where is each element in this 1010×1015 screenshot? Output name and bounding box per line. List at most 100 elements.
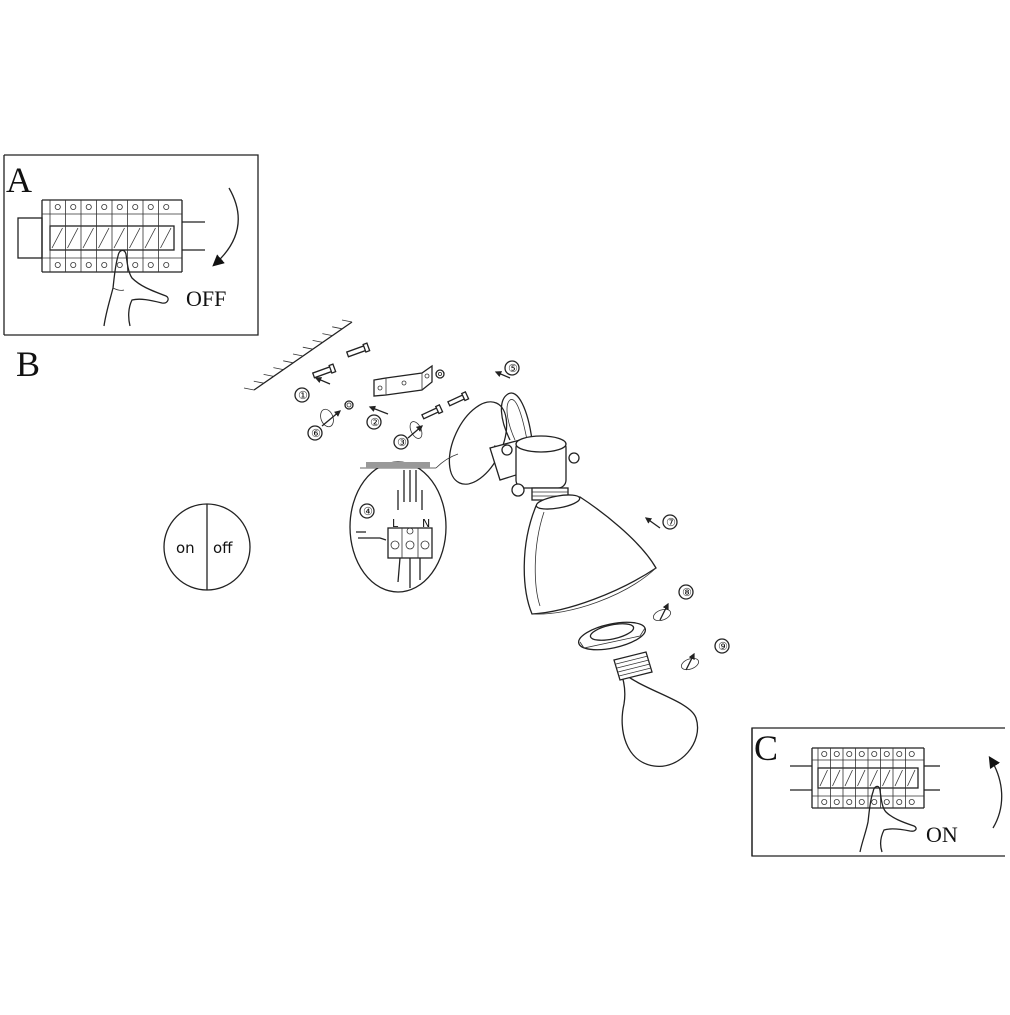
breaker-block-c (790, 747, 940, 809)
shade-ring (577, 621, 647, 651)
terminal-screw (85, 261, 92, 268)
screw-2 (311, 363, 337, 379)
mounting-bracket (368, 364, 433, 415)
step-3-marker: ③ (393, 434, 409, 450)
panel-a-state-label: OFF (186, 286, 226, 311)
terminal-screw (132, 203, 139, 210)
breaker-lever (844, 769, 853, 787)
switch-on-label: on (176, 539, 195, 557)
terminal-screw (883, 799, 890, 806)
on-off-switch: on off (163, 503, 251, 591)
hand-c (859, 785, 917, 853)
terminal-screw (54, 261, 61, 268)
breaker-lever (67, 227, 79, 249)
terminal-screw (85, 203, 92, 210)
breaker-lever (160, 227, 172, 249)
terminal-screw (821, 751, 828, 758)
wall-hatch (243, 319, 353, 391)
terminal-screw (858, 751, 865, 758)
breaker-lever (882, 769, 891, 787)
switch-off-label: off (213, 539, 233, 557)
terminal-screw (70, 261, 77, 268)
terminal-screw (54, 203, 61, 210)
step-9-label: ⑨ (718, 640, 728, 653)
terminal-screw (858, 799, 865, 806)
breaker-lever (82, 227, 94, 249)
terminal-screw (908, 751, 915, 758)
lamp-base (448, 392, 580, 501)
terminal-screw (116, 261, 123, 268)
terminal-screw (833, 799, 840, 806)
step-5-label: ⑤ (508, 362, 518, 375)
terminal-screw (871, 799, 878, 806)
terminal-screw (883, 751, 890, 758)
step-5-marker: ⑤ (504, 360, 520, 376)
terminal-screw (163, 261, 170, 268)
step-1-marker: ① (294, 387, 310, 403)
wall-screws (311, 342, 371, 385)
terminal-screw (896, 751, 903, 758)
terminal-screw (896, 799, 903, 806)
breaker-lever (869, 769, 878, 787)
on-arrow (988, 756, 1003, 829)
terminal-screw (147, 261, 154, 268)
step-8-marker: ⑧ (678, 584, 694, 600)
off-arrow (212, 187, 239, 267)
terminal-screw (101, 203, 108, 210)
panel-c-state-label: ON (926, 822, 958, 847)
nut-6 (320, 400, 354, 428)
breaker-lever (832, 769, 841, 787)
screw-4 (421, 404, 444, 420)
step-8-label: ⑧ (682, 586, 692, 599)
step-3-label: ③ (397, 436, 407, 449)
step-6-label: ⑥ (311, 427, 321, 440)
step-9-marker: ⑨ (714, 638, 730, 654)
breaker-lever (857, 769, 866, 787)
step-2-marker: ② (366, 414, 382, 430)
panel-c: C ON (751, 727, 1005, 857)
step-1-label: ① (298, 389, 308, 402)
step-7-marker: ⑦ (662, 514, 678, 530)
step-4-marker: ④ (359, 503, 375, 519)
terminal-screw (101, 261, 108, 268)
step-2-label: ② (370, 416, 380, 429)
hand-a (103, 249, 169, 327)
terminal-screw (846, 799, 853, 806)
terminal-l-label: L (392, 517, 399, 530)
breaker-lever (98, 227, 110, 249)
panel-a: A OFF (3, 154, 259, 336)
breaker-lever (144, 227, 156, 249)
terminal-screw (70, 203, 77, 210)
breaker-lever (819, 769, 828, 787)
terminal-screw (163, 203, 170, 210)
step-7-label: ⑦ (666, 516, 676, 529)
breaker-lever (51, 227, 63, 249)
rotate-arrow-9 (680, 652, 700, 671)
screw-3 (447, 391, 470, 407)
fixing-screws (407, 391, 470, 439)
wiring-detail: L N (349, 453, 459, 593)
light-bulb (613, 651, 699, 767)
breaker-lever (129, 227, 141, 249)
terminal-screw (147, 203, 154, 210)
breaker-lever (113, 227, 125, 249)
terminal-screw (132, 261, 139, 268)
step-4-label: ④ (363, 505, 373, 518)
terminal-n-label: N (422, 517, 430, 530)
terminal-screw (116, 203, 123, 210)
terminal-screw (908, 799, 915, 806)
terminal-screw (846, 751, 853, 758)
panel-b-letter: B (16, 344, 40, 384)
rotate-arrow-8 (652, 602, 672, 622)
terminal-screw (821, 799, 828, 806)
panel-a-letter: A (6, 160, 32, 200)
step-6-marker: ⑥ (307, 425, 323, 441)
panel-c-letter: C (754, 728, 778, 768)
breaker-lever (907, 769, 916, 787)
small-nut (435, 369, 445, 379)
terminal-screw (871, 751, 878, 758)
lamp-shade (523, 494, 657, 615)
breaker-block-a (17, 199, 205, 273)
screw-1 (345, 342, 371, 358)
